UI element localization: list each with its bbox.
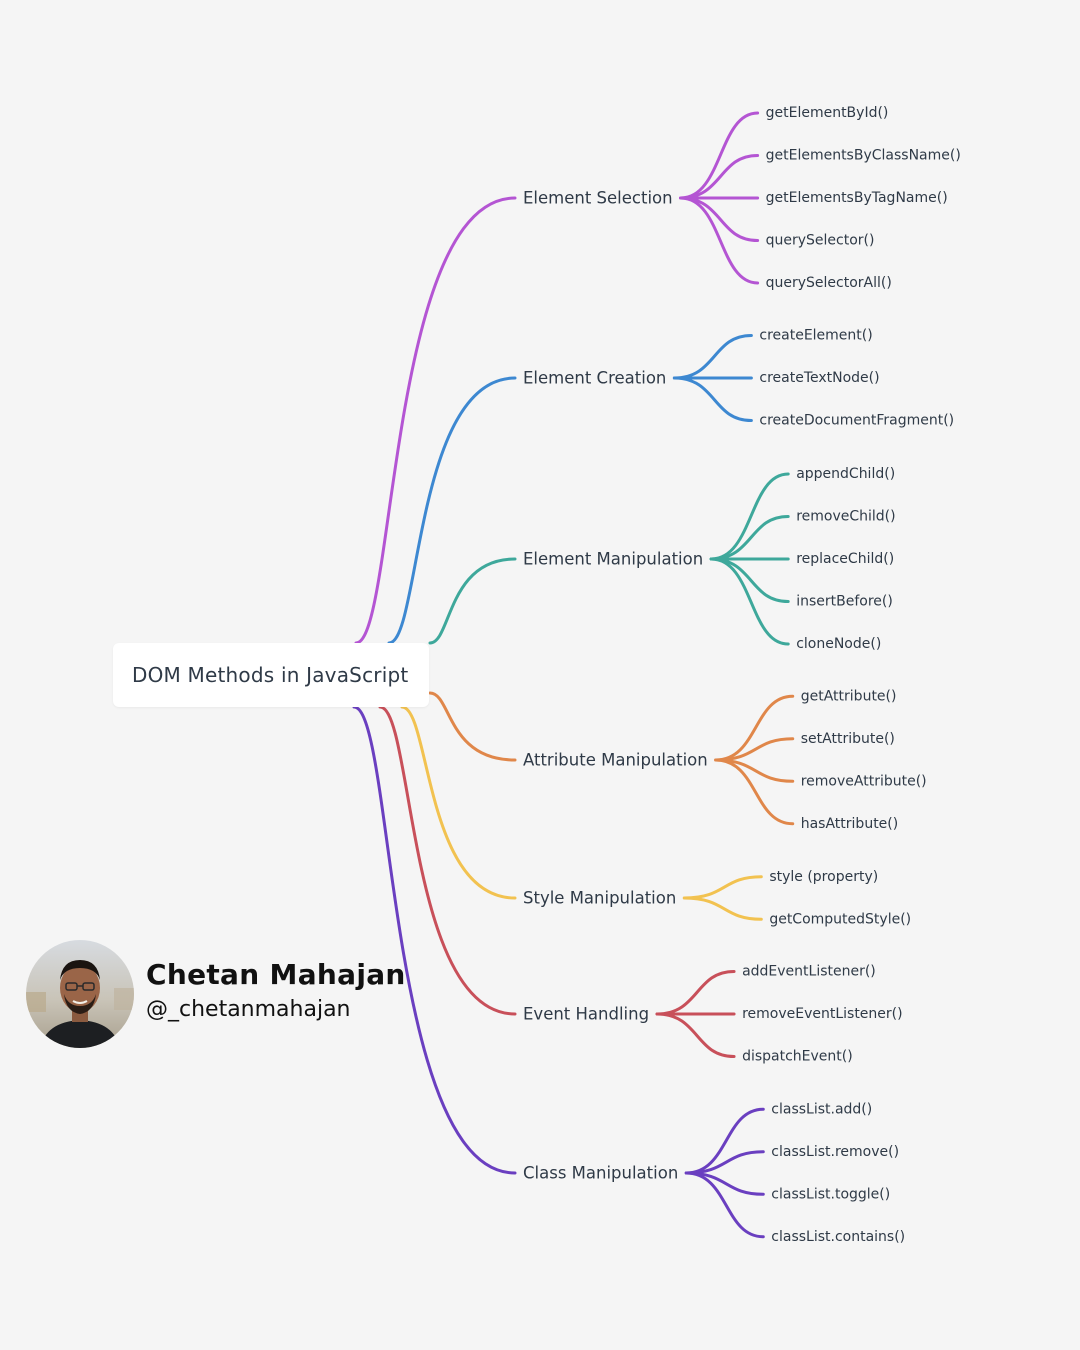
connector-queryselectorall	[679, 196, 760, 285]
connector-style-manipulation	[400, 705, 517, 900]
leaf-removechild[interactable]: removeChild()	[796, 509, 895, 525]
author-name: Chetan Mahajan	[146, 958, 406, 991]
connector-event-handling	[378, 705, 517, 1016]
leaf-replacechild[interactable]: replaceChild()	[796, 551, 894, 567]
leaf-clonenode[interactable]: cloneNode()	[796, 636, 881, 652]
connector-dispatchevent	[655, 1012, 736, 1058]
root-node-label: DOM Methods in JavaScript	[132, 663, 409, 687]
leaf-createdocumentfragment[interactable]: createDocumentFragment()	[759, 413, 954, 429]
root-connectors	[352, 196, 517, 1175]
leaf-classlist-toggle[interactable]: classList.toggle()	[771, 1186, 890, 1202]
leaf-queryselector[interactable]: querySelector()	[766, 233, 875, 249]
connector-class-manipulation	[352, 705, 517, 1175]
leaf-createelement[interactable]: createElement()	[759, 328, 872, 344]
connector-getelementsbyclassname	[679, 154, 760, 200]
connector-classlist-add	[684, 1107, 765, 1175]
connector-createdocumentfragment	[672, 376, 753, 422]
connector-clonenode	[709, 557, 790, 646]
leaf-insertbefore[interactable]: insertBefore()	[796, 594, 893, 610]
branch-class-manipulation[interactable]: Class Manipulation	[523, 1164, 678, 1183]
connector-hasattribute	[714, 758, 795, 826]
connector-element-selection	[354, 196, 517, 645]
node-labels: Element Selection getElementById() getElem…	[523, 105, 961, 1245]
branch-element-creation[interactable]: Element Creation	[523, 369, 666, 388]
connector-style-property	[682, 875, 763, 900]
leaf-style-property[interactable]: style (property)	[769, 869, 878, 885]
connector-createelement	[672, 334, 753, 380]
author-handle: @_chetanmahajan	[146, 997, 351, 1022]
connector-element-creation	[387, 376, 517, 645]
branch-style-manipulation[interactable]: Style Manipulation	[523, 889, 676, 908]
connector-getcomputedstyle	[682, 896, 763, 921]
connector-removechild	[709, 515, 790, 561]
branch-element-selection[interactable]: Element Selection	[523, 189, 673, 208]
branch-event-handling[interactable]: Event Handling	[523, 1005, 649, 1024]
connector-classlist-contains	[684, 1171, 765, 1239]
connector-appendchild	[709, 472, 790, 561]
root-node[interactable]: DOM Methods in JavaScript	[113, 643, 429, 707]
connector-addeventlistener	[655, 970, 736, 1016]
leaf-removeeventlistener[interactable]: removeEventListener()	[742, 1006, 903, 1022]
branch-element-manipulation[interactable]: Element Manipulation	[523, 550, 703, 569]
author-card: Chetan Mahajan @_chetanmahajan	[26, 940, 406, 1048]
leaf-getelementsbyclassname[interactable]: getElementsByClassName()	[766, 148, 961, 164]
leaf-hasattribute[interactable]: hasAttribute()	[801, 816, 899, 832]
leaf-removeattribute[interactable]: removeAttribute()	[801, 773, 927, 789]
leaf-queryselectorall[interactable]: querySelectorAll()	[766, 275, 892, 291]
leaf-addeventlistener[interactable]: addEventListener()	[742, 964, 876, 980]
leaf-classlist-contains[interactable]: classList.contains()	[771, 1229, 905, 1245]
leaf-createtextnode[interactable]: createTextNode()	[759, 370, 879, 386]
connector-element-manipulation	[428, 557, 517, 645]
author-avatar	[26, 940, 134, 1048]
leaf-getelementbyid[interactable]: getElementById()	[766, 105, 889, 121]
leaf-getelementsbytagname[interactable]: getElementsByTagName()	[766, 190, 948, 206]
connector-insertbefore	[709, 557, 790, 603]
leaf-classlist-remove[interactable]: classList.remove()	[771, 1144, 899, 1160]
connector-getelementbyid	[679, 111, 760, 200]
leaf-classlist-add[interactable]: classList.add()	[771, 1101, 872, 1117]
leaf-dispatchevent[interactable]: dispatchEvent()	[742, 1049, 853, 1065]
avatar-portrait-icon	[26, 940, 134, 1048]
leaf-connectors	[655, 111, 795, 1239]
leaf-getattribute[interactable]: getAttribute()	[801, 688, 897, 704]
leaf-setattribute[interactable]: setAttribute()	[801, 731, 895, 747]
connector-attribute-manipulation	[428, 691, 517, 762]
leaf-getcomputedstyle[interactable]: getComputedStyle()	[769, 911, 911, 927]
leaf-appendchild[interactable]: appendChild()	[796, 466, 895, 482]
connector-getattribute	[714, 694, 795, 762]
connector-queryselector	[679, 196, 760, 242]
branch-attribute-manipulation[interactable]: Attribute Manipulation	[523, 751, 708, 770]
